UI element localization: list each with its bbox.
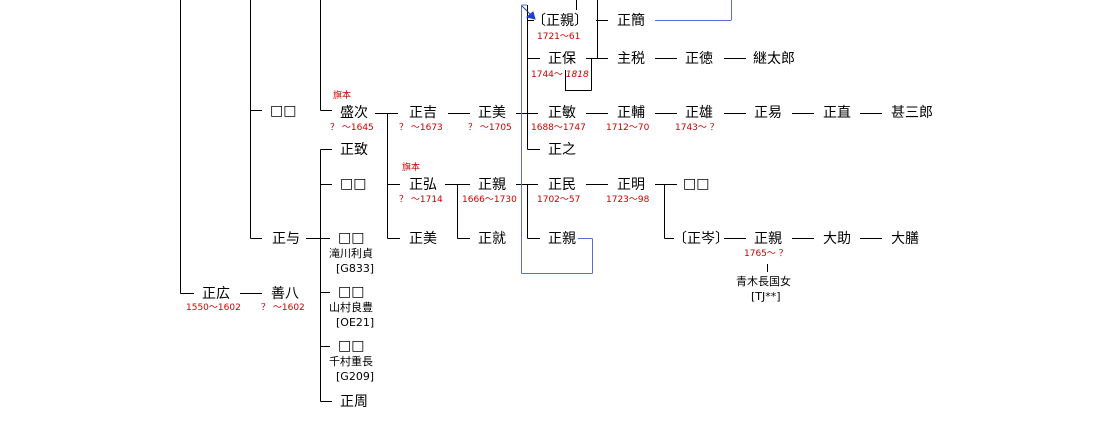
sub-seishin-1765-a: 青木長国女 <box>736 275 791 288</box>
dates-seimei: 1723〜98 <box>606 195 650 205</box>
node-masayoshi-mi2: 正美 <box>409 231 437 247</box>
node-seishu-ju: 正就 <box>478 231 506 247</box>
node-moritsugu: 盛次 <box>340 105 368 121</box>
node-seiho: 正保 <box>548 51 576 67</box>
node-unknown-d: □□ <box>338 230 365 246</box>
dates-seiyu: 1743〜 ？ <box>675 123 719 133</box>
node-seichoku: 正直 <box>823 105 851 121</box>
dates-seiko-hiro: 1550〜1602 <box>186 303 241 313</box>
node-seishin-1721: 〔正親〕 <box>532 13 588 29</box>
tag-masahiro-ko: 旗本 <box>402 163 421 173</box>
node-unknown-e: □□ <box>338 284 365 300</box>
dates-masayoshi-mi1: ？ 〜1705 <box>468 123 512 133</box>
node-seiho-ho: 正輔 <box>617 105 645 121</box>
dates-seiho-a: 1744〜 <box>531 70 563 80</box>
dates-zenpachi: ？ 〜1602 <box>261 303 305 313</box>
node-unknown-b: □□ <box>340 176 367 192</box>
node-daizen: 大膳 <box>891 231 919 247</box>
node-unknown-a: □□ <box>270 103 297 119</box>
dates-seishin-1765: 1765〜 ？ <box>744 249 788 259</box>
node-zenpachi: 善八 <box>271 286 299 302</box>
node-masayoshi-kichi: 正吉 <box>409 105 437 121</box>
node-seishin-1765: 正親 <box>754 231 782 247</box>
node-seimin: 正民 <box>548 177 576 193</box>
sub-unknown-e-a: 山村良豊 <box>329 301 373 314</box>
dates-seibin: 1688〜1747 <box>531 123 586 133</box>
node-shuzei: 主税 <box>617 51 645 67</box>
dates-seishin-1721: 1721〜61 <box>537 32 581 42</box>
node-seikan: 正簡 <box>617 13 645 29</box>
dates-masayoshi-kichi: ？ 〜1673 <box>399 123 443 133</box>
node-seibin: 正敏 <box>548 105 576 121</box>
dates-seishin-1666: 1666〜1730 <box>462 195 517 205</box>
node-seitoku: 正徳 <box>685 51 713 67</box>
node-seichi: 正致 <box>340 142 368 158</box>
node-seimei: 正明 <box>617 177 645 193</box>
node-masahiro-ko: 正弘 <box>409 177 437 193</box>
sub-unknown-f-b: [G209] <box>336 370 375 383</box>
dates-seimin: 1702〜57 <box>537 195 581 205</box>
sub-unknown-e-b: [OE21] <box>336 316 375 329</box>
dates-masahiro-ko: ？ 〜1714 <box>399 195 443 205</box>
sub-unknown-f-a: 千村重長 <box>329 355 373 368</box>
node-seiko-hiro: 正広 <box>202 286 230 302</box>
node-unknown-f: □□ <box>338 338 365 354</box>
node-unknown-c: □□ <box>683 176 710 192</box>
node-seishin-3: 正親 <box>548 231 576 247</box>
sub-unknown-d-a: 滝川利貞 <box>329 247 373 260</box>
tag-moritsugu: 旗本 <box>333 91 352 101</box>
node-seiyu: 正雄 <box>685 105 713 121</box>
node-seishi-no: 正之 <box>548 142 576 158</box>
dates-seiho-b: 1818 <box>565 70 589 80</box>
sub-unknown-d-b: [G833] <box>336 262 375 275</box>
node-seiyo: 正与 <box>272 231 300 247</box>
node-keitaro: 継太郎 <box>753 51 795 67</box>
node-jinzaburo: 甚三郎 <box>891 105 933 121</box>
node-seishu-shu: 正周 <box>340 394 368 410</box>
node-seiko-bracket: 〔正岑〕 <box>673 231 729 247</box>
node-seishin-1666: 正親 <box>478 177 506 193</box>
sub-seishin-1765-b: [TJ**] <box>751 290 781 303</box>
node-daisuke: 大助 <box>823 231 851 247</box>
node-masayoshi-mi1: 正美 <box>478 105 506 121</box>
node-seieki: 正易 <box>754 105 782 121</box>
dates-seiho-ho: 1712〜70 <box>606 123 650 133</box>
dates-moritsugu: ？ 〜1645 <box>330 123 374 133</box>
dates-seiho: 1744〜 1818 <box>531 70 589 80</box>
